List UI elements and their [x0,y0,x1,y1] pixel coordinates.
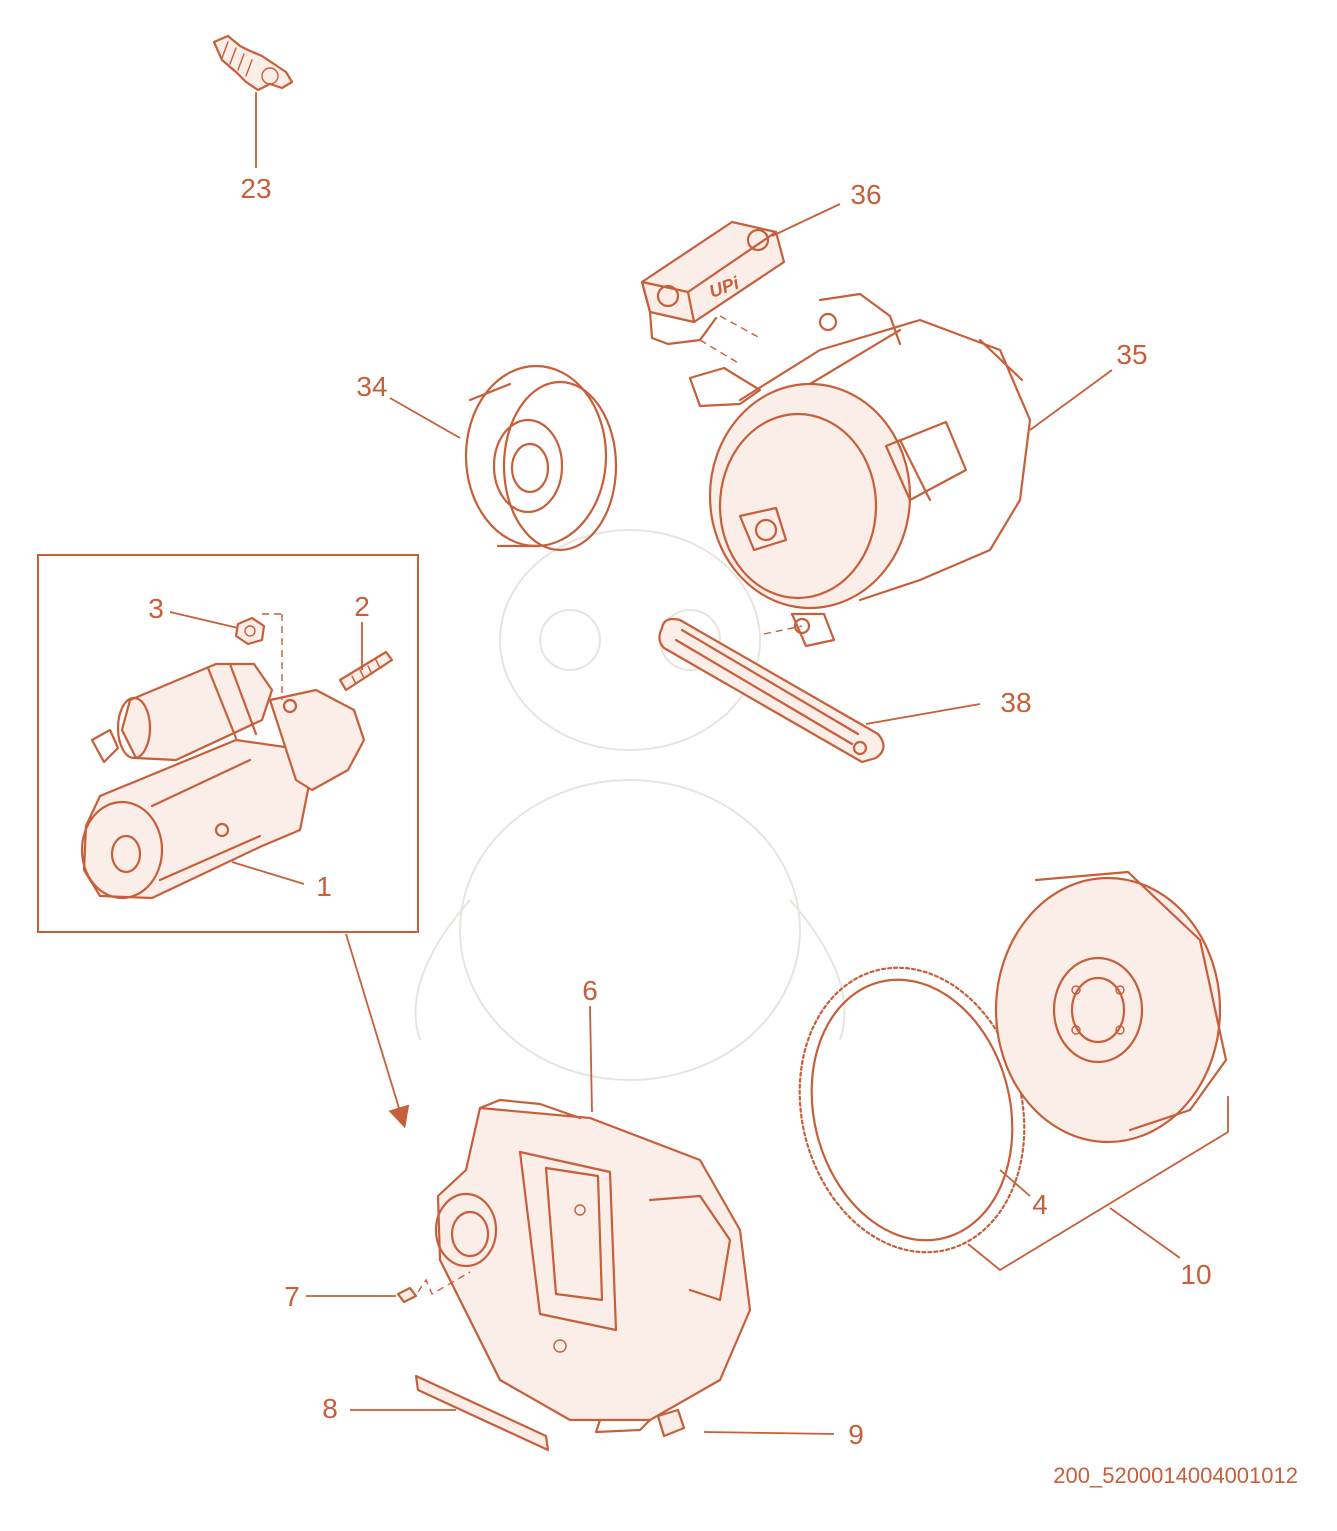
plug-part-9 [656,1408,686,1438]
assembly-arrow [345,933,410,1129]
flywheel-housing-part-6 [434,1098,752,1434]
starter-part-1 [80,662,366,900]
leader-3 [169,611,239,629]
alternator-part-35 [688,292,1032,648]
callout-9: 9 [848,1419,864,1450]
group-bracket-10 [967,1096,1229,1272]
callout-8: 8 [322,1393,338,1424]
nut-part-3 [234,616,266,646]
leader-38 [865,703,981,725]
background-watermark [414,529,846,1081]
leader-35 [1029,369,1113,431]
seal-strip-part-8 [414,1374,550,1452]
regulator-part-36: UPi [640,220,786,346]
callout-2: 2 [354,591,370,622]
leader-34 [389,397,461,439]
dowel-pin-part-7 [396,1286,418,1304]
callout-1: 1 [316,871,332,902]
callout-3: 3 [148,593,164,624]
callout-7: 7 [284,1281,300,1312]
sensor-part-23 [212,34,294,92]
callout-6: 6 [582,975,598,1006]
callout-36: 36 [850,179,881,210]
stud-part-2 [338,650,394,692]
pulley-part-34 [464,364,618,552]
callout-35: 35 [1116,339,1147,370]
starter-inset-frame [37,554,419,933]
callout-4: 4 [1032,1189,1048,1220]
bracket-part-38 [658,617,885,764]
callout-34: 34 [356,371,387,402]
callout-23: 23 [240,173,271,204]
leader-6 [589,1005,593,1113]
document-code: 200_5200014004001012 [1053,1463,1298,1488]
leader-1 [231,861,305,885]
leader-9 [703,1431,835,1435]
leader-36 [771,203,841,237]
callout-38: 38 [1000,687,1031,718]
leader-4 [999,1169,1031,1197]
leader-10 [1109,1207,1181,1259]
callout-10: 10 [1180,1259,1211,1290]
flywheel [994,870,1228,1144]
